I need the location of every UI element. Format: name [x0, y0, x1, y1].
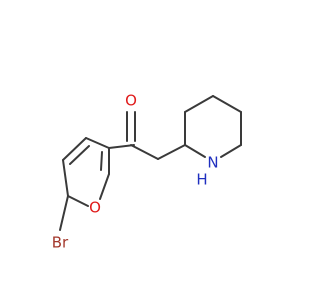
- bond-c5-br: [59, 195, 69, 231]
- pip-bond-c4-c5: [212, 95, 242, 113]
- bond-ch2-c2pip: [157, 144, 186, 160]
- bromine-label: Br: [52, 234, 69, 252]
- structure-diagram: O O Br N H: [52, 92, 242, 252]
- amine-hydrogen-label: H: [196, 171, 207, 189]
- pip-bond-n-c2: [184, 144, 206, 158]
- furan-oxygen-label: O: [89, 199, 101, 217]
- amine-nitrogen-label: N: [207, 154, 218, 172]
- furan-bond-c3-c4-double: [69, 145, 90, 165]
- furan-bond-c3-c4: [62, 137, 87, 161]
- furan-bond-c2-c3: [85, 137, 110, 149]
- carbonyl-oxygen-label: O: [125, 92, 137, 110]
- pip-bond-c6-n: [220, 144, 242, 158]
- furan-bond-c5-o: [67, 195, 89, 207]
- furan-bond-c4-c5: [62, 159, 69, 197]
- pip-bond-c3-c4: [184, 95, 214, 113]
- bond-c2-carbonyl: [108, 144, 135, 149]
- molecule-drawing: O O Br N H: [52, 92, 242, 252]
- furan-bond-c2-double: [100, 151, 103, 171]
- bond-carbonyl-ch2: [130, 144, 159, 160]
- furan-bond-o-c2: [99, 173, 110, 200]
